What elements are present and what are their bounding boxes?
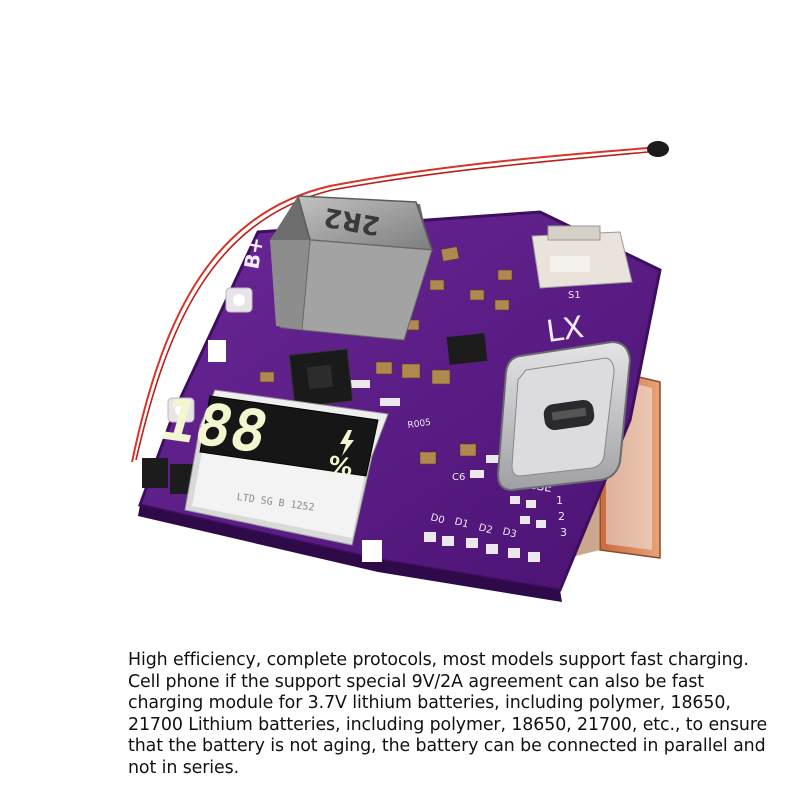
led-pad-array	[424, 496, 546, 562]
product-caption: High efficiency, complete protocols, mos…	[128, 650, 768, 778]
label-s1: S1	[568, 290, 581, 301]
thermistor-bead	[647, 141, 669, 157]
inductor: 2R2	[270, 195, 434, 341]
led-number: 1	[556, 494, 563, 507]
led-number: 3	[560, 526, 567, 539]
label-bplus: B+	[239, 235, 268, 271]
smd-components	[259, 246, 513, 465]
led-display: 188 % LTD SG B 1252	[153, 386, 389, 546]
led-number: 2	[558, 510, 565, 523]
ic-chip	[446, 333, 488, 365]
led-label: D0	[429, 512, 445, 526]
label-lx: LX	[544, 310, 586, 350]
thermistor-wire	[131, 141, 669, 463]
led-label: D1	[453, 516, 469, 530]
label-c6: C6	[452, 472, 465, 483]
tactile-switch	[531, 225, 633, 289]
mosfet-chip	[142, 458, 168, 488]
product-photo: B+ LX S1	[131, 141, 669, 602]
display-digits: 188	[153, 386, 276, 466]
usb-c-port	[496, 340, 632, 492]
display-unit: %	[327, 451, 355, 482]
led-label: D2	[477, 522, 493, 536]
label-r005: R005	[407, 418, 432, 431]
lightning-bolt-icon	[340, 430, 354, 456]
led-label: D3	[501, 526, 517, 540]
